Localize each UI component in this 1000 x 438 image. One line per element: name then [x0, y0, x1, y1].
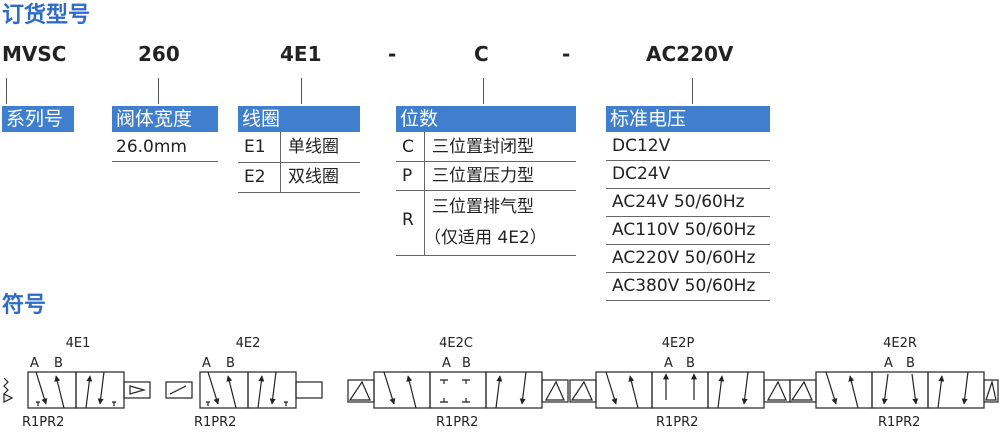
position-code: C	[402, 137, 414, 157]
code-series: MVSC	[2, 42, 67, 66]
positions-table-header: 位数	[396, 106, 576, 132]
symbol-title: 符号	[2, 293, 47, 318]
symbol-name: 4E2	[235, 336, 261, 351]
coil-code: E2	[244, 167, 266, 187]
exhaust-ports-label: R1PR2	[436, 415, 479, 430]
code-function: C	[474, 42, 489, 66]
connector-line	[6, 78, 7, 104]
body-width-value: 26.0mm	[116, 137, 187, 157]
port-a-label: A	[202, 356, 211, 371]
table-divider	[396, 161, 576, 162]
voltage-option: AC380V 50/60Hz	[612, 276, 756, 296]
exhaust-ports-label: R1PR2	[656, 415, 699, 430]
voltage-option: AC24V 50/60Hz	[612, 192, 745, 212]
voltage-option: DC24V	[612, 164, 671, 184]
symbol-4e2r	[789, 371, 999, 409]
symbol-name: 4E2C	[439, 336, 473, 351]
series-table-header: 系列号	[2, 106, 74, 132]
port-b-label: B	[686, 356, 695, 371]
position-code: P	[402, 166, 413, 186]
table-divider	[396, 190, 576, 191]
port-a-label: A	[442, 356, 451, 371]
exhaust-ports-label: R1PR2	[194, 415, 237, 430]
position-desc: 三位置压力型	[432, 166, 534, 186]
table-divider	[238, 192, 360, 193]
coil-table-header: 线圈	[238, 106, 360, 132]
connector-line	[692, 78, 693, 104]
voltage-option: DC12V	[612, 136, 671, 156]
port-b-label: B	[54, 356, 63, 371]
code-voltage: AC220V	[646, 42, 734, 66]
code-coil: 4E1	[280, 42, 322, 66]
table-divider	[112, 161, 218, 162]
connector-line	[483, 78, 484, 104]
symbol-4e2	[165, 371, 323, 409]
port-a-label: A	[30, 356, 39, 371]
position-desc: 三位置排气型	[432, 197, 534, 217]
port-b-label: B	[462, 356, 471, 371]
voltage-option: AC220V 50/60Hz	[612, 248, 756, 268]
symbol-4e1	[3, 371, 151, 409]
symbol-name: 4E2P	[661, 336, 695, 351]
table-divider	[606, 300, 770, 301]
valve-symbols-drawing	[3, 371, 999, 409]
table-divider	[606, 216, 770, 217]
table-divider	[238, 162, 360, 163]
table-divider	[606, 272, 770, 273]
exhaust-ports-label: R1PR2	[878, 415, 921, 430]
table-divider	[606, 188, 770, 189]
coil-code: E1	[244, 137, 266, 157]
symbol-name: 4E1	[65, 336, 91, 351]
position-note: （仅适用 4E2）	[424, 228, 547, 248]
table-divider	[424, 132, 425, 256]
port-a-label: A	[884, 356, 893, 371]
code-dash-1: -	[388, 42, 397, 66]
connector-line	[158, 78, 159, 104]
symbol-4e2c	[347, 371, 569, 409]
position-code: R	[402, 210, 414, 230]
symbol-name: 4E2R	[883, 336, 917, 351]
port-b-label: B	[906, 356, 915, 371]
exhaust-ports-label: R1PR2	[22, 415, 65, 430]
connector-line	[301, 78, 302, 104]
position-desc: 三位置封闭型	[432, 137, 534, 157]
voltage-table-header: 标准电压	[606, 106, 770, 132]
port-a-label: A	[664, 356, 673, 371]
body-width-table-header: 阀体宽度	[112, 106, 218, 132]
coil-desc: 双线圈	[288, 167, 339, 187]
voltage-option: AC110V 50/60Hz	[612, 220, 756, 240]
code-dash-2: -	[562, 42, 571, 66]
code-width: 260	[138, 42, 180, 66]
table-divider	[606, 160, 770, 161]
coil-desc: 单线圈	[288, 137, 339, 157]
table-divider	[606, 244, 770, 245]
symbol-4e2p	[569, 371, 791, 409]
table-divider	[396, 255, 576, 256]
port-b-label: B	[226, 356, 235, 371]
ordering-title: 订货型号	[2, 3, 91, 28]
